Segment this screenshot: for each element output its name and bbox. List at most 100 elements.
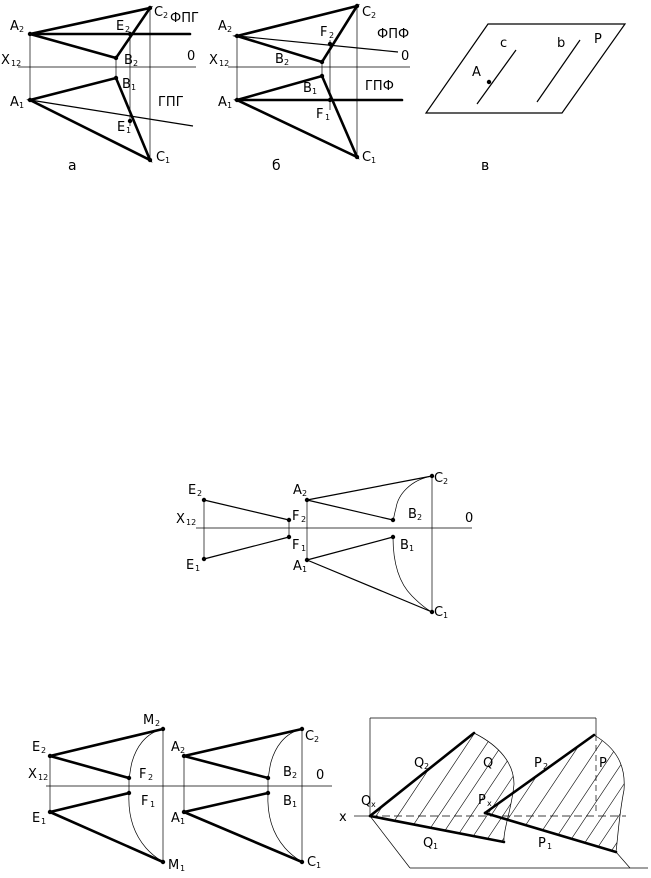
svg-text:12: 12 bbox=[38, 773, 48, 782]
svg-text:1: 1 bbox=[292, 800, 297, 809]
figure-isometric: x Q 2 Q P 2 P Q x P x Q 1 P 1 bbox=[339, 717, 648, 869]
label-p: P bbox=[594, 32, 602, 47]
segment-e2f2 bbox=[48, 754, 131, 780]
triangle-top-projection bbox=[26, 76, 153, 163]
label-a1: A bbox=[171, 811, 180, 826]
svg-text:1: 1 bbox=[41, 817, 46, 826]
svg-text:12: 12 bbox=[219, 59, 229, 68]
svg-text:2: 2 bbox=[371, 11, 376, 20]
label-b2: B bbox=[275, 52, 284, 67]
label-fpg: ФПГ bbox=[170, 11, 199, 26]
label-q1: Q bbox=[423, 836, 433, 851]
label-f1: F bbox=[316, 107, 323, 122]
curve-b1c1 bbox=[267, 792, 303, 863]
svg-text:1: 1 bbox=[325, 113, 330, 122]
label-c1: C bbox=[362, 150, 371, 165]
svg-text:2: 2 bbox=[155, 719, 160, 728]
label-q: Q bbox=[483, 756, 493, 771]
label-f2: F bbox=[292, 509, 299, 524]
trace-q1 bbox=[368, 814, 506, 844]
svg-text:2: 2 bbox=[543, 762, 548, 771]
label-zero: 0 bbox=[316, 768, 324, 783]
label-m1: M bbox=[168, 858, 179, 873]
label-f1: F bbox=[292, 538, 299, 553]
label-px: P bbox=[478, 793, 486, 808]
label-c1: C bbox=[156, 150, 165, 165]
label-zero: 0 bbox=[465, 511, 473, 526]
label-e1: E bbox=[186, 558, 194, 573]
svg-text:1: 1 bbox=[302, 565, 307, 574]
label-x12: X bbox=[1, 53, 10, 68]
segment-e1f1 bbox=[48, 791, 131, 814]
label-c: c bbox=[500, 36, 507, 51]
label-x12: X bbox=[176, 512, 185, 527]
label-a2: A bbox=[10, 19, 19, 34]
label-e2: E bbox=[116, 19, 124, 34]
label-a1: A bbox=[218, 95, 227, 110]
label-e1: E bbox=[32, 811, 40, 826]
svg-text:1: 1 bbox=[19, 101, 24, 110]
caption-v: в bbox=[481, 158, 489, 174]
svg-text:2: 2 bbox=[163, 11, 168, 20]
label-a1: A bbox=[10, 95, 19, 110]
svg-text:2: 2 bbox=[424, 762, 429, 771]
svg-text:1: 1 bbox=[180, 864, 185, 873]
label-f2: F bbox=[139, 767, 146, 782]
label-x: x bbox=[339, 810, 347, 825]
label-x12: X bbox=[209, 53, 218, 68]
label-c2: C bbox=[154, 5, 163, 20]
svg-text:2: 2 bbox=[302, 489, 307, 498]
label-c1: C bbox=[434, 605, 443, 620]
svg-text:2: 2 bbox=[329, 31, 334, 40]
label-b1: B bbox=[283, 794, 292, 809]
trace-p1 bbox=[483, 811, 618, 854]
svg-text:1: 1 bbox=[131, 83, 136, 92]
segment-a1b1 bbox=[182, 791, 270, 814]
frame-ground-right bbox=[615, 851, 631, 869]
segment-e2m2 bbox=[48, 727, 165, 758]
curve-c2b2 bbox=[392, 475, 433, 521]
label-x12: X bbox=[28, 767, 37, 782]
svg-text:2: 2 bbox=[314, 735, 319, 744]
svg-text:2: 2 bbox=[284, 58, 289, 67]
svg-text:1: 1 bbox=[180, 817, 185, 826]
svg-text:1: 1 bbox=[165, 156, 170, 165]
svg-text:2: 2 bbox=[148, 773, 153, 782]
svg-text:12: 12 bbox=[11, 59, 21, 68]
label-b1: B bbox=[122, 77, 131, 92]
curve-p bbox=[593, 734, 625, 853]
segment-a2c2 bbox=[306, 475, 433, 501]
frame-ground-left bbox=[369, 815, 411, 869]
svg-text:2: 2 bbox=[227, 25, 232, 34]
segment-a2b2 bbox=[182, 754, 270, 780]
svg-text:1: 1 bbox=[126, 126, 131, 135]
svg-text:2: 2 bbox=[125, 25, 130, 34]
svg-text:2: 2 bbox=[133, 59, 138, 68]
label-a1: A bbox=[293, 559, 302, 574]
label-e2: E bbox=[32, 740, 40, 755]
label-qx: Q bbox=[361, 794, 371, 809]
label-p2: P bbox=[534, 756, 542, 771]
label-c1: C bbox=[307, 855, 316, 870]
svg-text:1: 1 bbox=[409, 544, 414, 553]
label-b2: B bbox=[283, 765, 292, 780]
label-b2: B bbox=[124, 53, 133, 68]
label-fpf: ФПФ bbox=[377, 27, 409, 42]
figure-bottom-left: E 2 M 2 A 2 C 2 X 12 F 2 B 2 0 F 1 B 1 E… bbox=[28, 713, 332, 873]
label-f1: F bbox=[141, 794, 148, 809]
svg-text:1: 1 bbox=[316, 861, 321, 870]
line-b bbox=[536, 39, 581, 103]
figure-v: A c b P в bbox=[424, 23, 627, 174]
figure-middle: E 2 A 2 C 2 X 12 F 2 B 2 0 F 1 B 1 E 1 A… bbox=[176, 471, 473, 620]
label-a2: A bbox=[293, 483, 302, 498]
svg-text:1: 1 bbox=[443, 611, 448, 620]
segment-e1m1 bbox=[48, 810, 165, 864]
curve-m2f2 bbox=[128, 728, 164, 779]
svg-text:2: 2 bbox=[301, 515, 306, 524]
svg-text:1: 1 bbox=[312, 87, 317, 96]
segment-a2b2 bbox=[306, 499, 394, 521]
svg-text:x: x bbox=[371, 800, 376, 809]
caption-a: а bbox=[68, 158, 77, 174]
caption-b: б bbox=[272, 158, 281, 174]
